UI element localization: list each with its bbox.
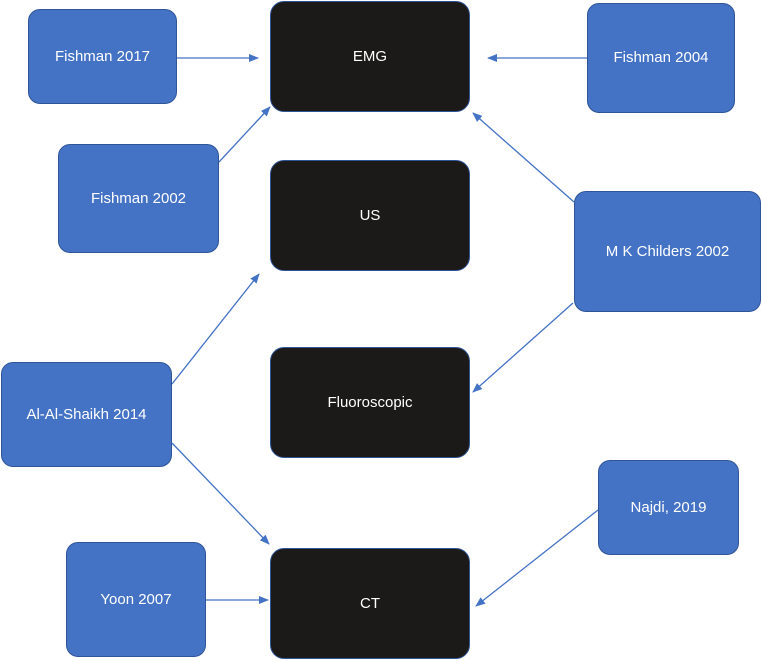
arrow-fishman-2002-to-emg — [218, 106, 271, 163]
node-fishman-2004: Fishman 2004 — [587, 3, 735, 113]
node-childers-2002: M K Childers 2002 — [574, 191, 761, 312]
node-emg-label: EMG — [352, 47, 388, 65]
node-najdi-2019-label: Najdi, 2019 — [630, 498, 707, 516]
node-childers-2002-label: M K Childers 2002 — [605, 242, 730, 260]
node-fishman-2004-label: Fishman 2004 — [613, 49, 709, 66]
arrow-al-shaikh-2014-to-ct — [171, 442, 270, 545]
node-ct: CT — [270, 548, 470, 659]
node-us: US — [270, 160, 470, 271]
arrow-childers-2002-to-fluoroscopic — [472, 302, 574, 393]
node-najdi-2019: Najdi, 2019 — [598, 460, 739, 555]
node-fluoroscopic-label: Fluoroscopic — [327, 393, 413, 411]
node-fishman-2017-label: Fishman 2017 — [54, 47, 151, 65]
node-us-label: US — [359, 206, 381, 224]
node-emg: EMG — [270, 1, 470, 112]
node-fishman-2002-label: Fishman 2002 — [90, 189, 187, 207]
arrow-childers-2002-to-emg — [472, 112, 575, 203]
node-yoon-2007: Yoon 2007 — [66, 542, 206, 657]
node-yoon-2007-label: Yoon 2007 — [100, 590, 172, 608]
node-al-shaikh-2014-label: Al-Al-Shaikh 2014 — [26, 405, 147, 423]
node-fluoroscopic: Fluoroscopic — [270, 347, 470, 458]
node-fishman-2002: Fishman 2002 — [58, 144, 219, 253]
node-fishman-2017: Fishman 2017 — [28, 9, 177, 104]
node-ct-label: CT — [360, 594, 380, 612]
arrow-najdi-2019-to-ct — [475, 509, 599, 607]
arrow-al-shaikh-2014-to-us — [171, 273, 260, 385]
node-al-shaikh-2014: Al-Al-Shaikh 2014 — [1, 362, 172, 467]
